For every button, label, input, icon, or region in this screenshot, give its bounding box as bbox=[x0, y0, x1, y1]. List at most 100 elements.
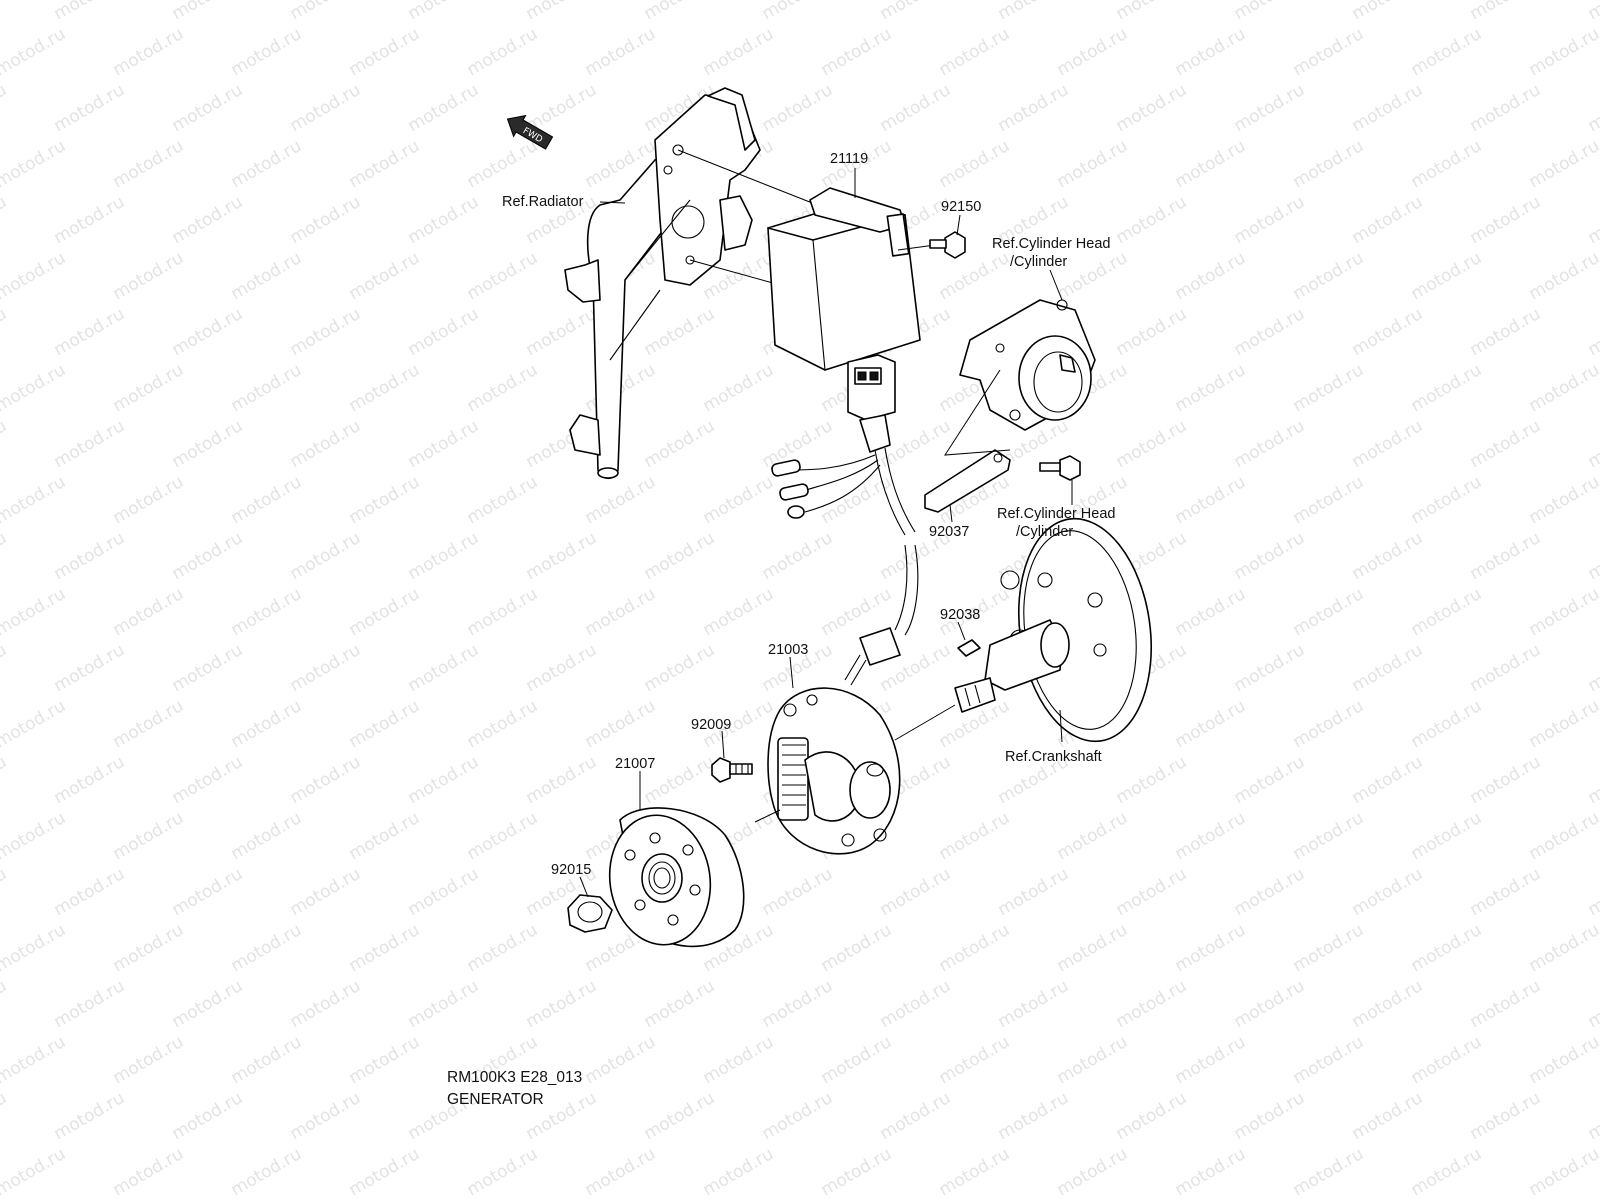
watermark-text: motod.ru bbox=[51, 0, 129, 24]
watermark-text: motod.ru bbox=[877, 1088, 955, 1144]
watermark-text: motod.ru bbox=[1113, 1088, 1191, 1144]
watermark-text: motod.ru bbox=[641, 1088, 719, 1144]
watermark-text: motod.ru bbox=[287, 976, 365, 1032]
watermark-text: motod.ru bbox=[995, 976, 1073, 1032]
watermark-text: motod.ru bbox=[1172, 584, 1250, 640]
watermark-text: motod.ru bbox=[1585, 1088, 1600, 1144]
watermark-text: motod.ru bbox=[51, 640, 129, 696]
watermark-text: motod.ru bbox=[641, 976, 719, 1032]
watermark-text: motod.ru bbox=[1113, 416, 1191, 472]
watermark-text: motod.ru bbox=[1231, 864, 1309, 920]
watermark-text: motod.ru bbox=[228, 24, 306, 80]
watermark-text: motod.ru bbox=[0, 920, 69, 976]
key-92038 bbox=[957, 639, 981, 657]
watermark-text: motod.ru bbox=[700, 472, 778, 528]
watermark-text: motod.ru bbox=[1349, 0, 1427, 24]
watermark-text: motod.ru bbox=[1526, 136, 1600, 192]
watermark-text: motod.ru bbox=[228, 584, 306, 640]
watermark-text: motod.ru bbox=[1585, 416, 1600, 472]
label-92038: 92038 bbox=[940, 607, 980, 623]
watermark-text: motod.ru bbox=[228, 472, 306, 528]
watermark-text: motod.ru bbox=[0, 304, 10, 360]
watermark-text: motod.ru bbox=[1172, 248, 1250, 304]
radiator-bracket bbox=[564, 87, 761, 480]
watermark-text: motod.ru bbox=[464, 584, 542, 640]
watermark-text: motod.ru bbox=[464, 696, 542, 752]
watermark-text: motod.ru bbox=[582, 24, 660, 80]
watermark-text: motod.ru bbox=[582, 584, 660, 640]
bolt-92150 bbox=[929, 231, 966, 259]
watermark-text: motod.ru bbox=[818, 920, 896, 976]
watermark-text: motod.ru bbox=[818, 1144, 896, 1200]
watermark-text: motod.ru bbox=[700, 1032, 778, 1088]
watermark-text: motod.ru bbox=[818, 1032, 896, 1088]
watermark-text: motod.ru bbox=[700, 1144, 778, 1200]
watermark-text: motod.ru bbox=[641, 304, 719, 360]
label-21119: 21119 bbox=[830, 151, 868, 167]
watermark-text: motod.ru bbox=[405, 640, 483, 696]
watermark-text: motod.ru bbox=[1467, 0, 1545, 24]
watermark-text: motod.ru bbox=[287, 640, 365, 696]
watermark-text: motod.ru bbox=[51, 752, 129, 808]
watermark-text: motod.ru bbox=[405, 976, 483, 1032]
watermark-text: motod.ru bbox=[1290, 360, 1368, 416]
watermark-text: motod.ru bbox=[0, 752, 10, 808]
watermark-text: motod.ru bbox=[0, 360, 69, 416]
watermark-text: motod.ru bbox=[110, 808, 188, 864]
watermark-text: motod.ru bbox=[1172, 136, 1250, 192]
watermark-text: motod.ru bbox=[0, 640, 10, 696]
watermark-text: motod.ru bbox=[1526, 1144, 1600, 1200]
watermark-text: motod.ru bbox=[51, 304, 129, 360]
watermark-text: motod.ru bbox=[169, 976, 247, 1032]
watermark-text: motod.ru bbox=[1526, 1032, 1600, 1088]
watermark-text: motod.ru bbox=[228, 696, 306, 752]
watermark-text: motod.ru bbox=[1585, 864, 1600, 920]
watermark-text: motod.ru bbox=[1526, 696, 1600, 752]
watermark-text: motod.ru bbox=[0, 864, 10, 920]
watermark-text: motod.ru bbox=[936, 1144, 1014, 1200]
watermark-text: motod.ru bbox=[1054, 920, 1132, 976]
watermark-text: motod.ru bbox=[759, 80, 837, 136]
watermark-text: motod.ru bbox=[287, 528, 365, 584]
watermark-text: motod.ru bbox=[1054, 1144, 1132, 1200]
watermark-text: motod.ru bbox=[1113, 80, 1191, 136]
watermark-text: motod.ru bbox=[759, 528, 837, 584]
watermark-text: motod.ru bbox=[287, 80, 365, 136]
watermark-text: motod.ru bbox=[228, 248, 306, 304]
watermark-text: motod.ru bbox=[641, 528, 719, 584]
watermark-text: motod.ru bbox=[936, 1032, 1014, 1088]
watermark-text: motod.ru bbox=[1113, 304, 1191, 360]
watermark-text: motod.ru bbox=[464, 472, 542, 528]
watermark-text: motod.ru bbox=[110, 248, 188, 304]
watermark-text: motod.ru bbox=[405, 80, 483, 136]
watermark-text: motod.ru bbox=[1585, 976, 1600, 1032]
watermark-text: motod.ru bbox=[169, 752, 247, 808]
watermark-text: motod.ru bbox=[1585, 0, 1600, 24]
watermark-text: motod.ru bbox=[1349, 304, 1427, 360]
watermark-text: motod.ru bbox=[1408, 24, 1486, 80]
watermark-text: motod.ru bbox=[1467, 752, 1545, 808]
watermark-text: motod.ru bbox=[1408, 248, 1486, 304]
watermark-text: motod.ru bbox=[1408, 584, 1486, 640]
watermark-text: motod.ru bbox=[405, 864, 483, 920]
watermark-text: motod.ru bbox=[582, 696, 660, 752]
watermark-text: motod.ru bbox=[110, 696, 188, 752]
stator-21003 bbox=[767, 687, 901, 855]
part-labels: Ref.Radiator 21119 92150 Ref.Cylinder He… bbox=[502, 151, 1115, 878]
caption-title: GENERATOR bbox=[447, 1091, 544, 1108]
watermark-text: motod.ru bbox=[110, 136, 188, 192]
plate-92037 bbox=[924, 369, 1081, 513]
watermark-text: motod.ru bbox=[169, 304, 247, 360]
label-ref-cylinder-head-2: Ref.Cylinder Head bbox=[997, 506, 1115, 522]
watermark-text: motod.ru bbox=[1290, 24, 1368, 80]
watermark-text: motod.ru bbox=[1526, 920, 1600, 976]
watermark-text: motod.ru bbox=[0, 472, 69, 528]
watermark-text: motod.ru bbox=[1585, 752, 1600, 808]
watermark-text: motod.ru bbox=[1290, 920, 1368, 976]
watermark-text: motod.ru bbox=[1408, 472, 1486, 528]
watermark-text: motod.ru bbox=[51, 192, 129, 248]
watermark-text: motod.ru bbox=[1349, 1088, 1427, 1144]
watermark-text: motod.ru bbox=[1408, 808, 1486, 864]
watermark-text: motod.ru bbox=[110, 1144, 188, 1200]
